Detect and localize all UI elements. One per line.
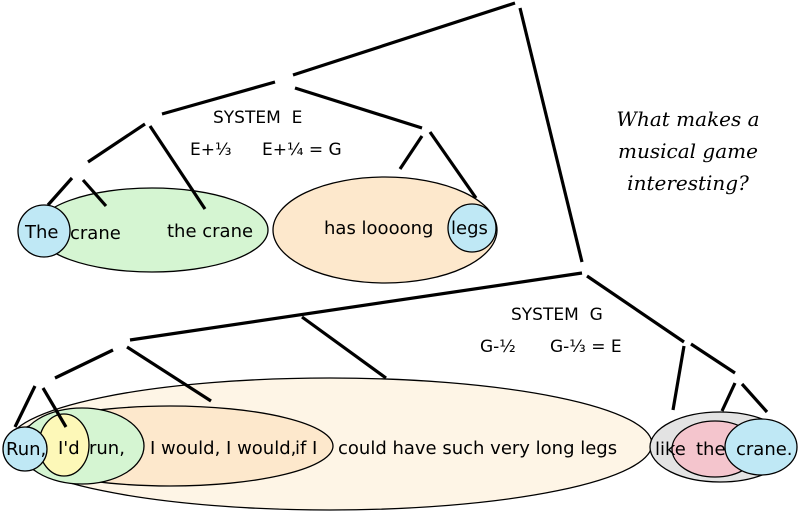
- question-line-1: What makes a: [616, 107, 759, 131]
- tree-line-g-left-left: [54, 348, 114, 380]
- upper-eq1: E+⅓: [190, 140, 231, 160]
- lower-tree: [13, 271, 769, 428]
- upper-eq2: E+¼ = G: [262, 140, 342, 160]
- upper-word-crane: crane: [70, 223, 121, 244]
- upper-system-label: SYSTEM E: [213, 108, 302, 128]
- lower-run-circle: [2, 426, 48, 472]
- tree-line-e-left: [161, 80, 276, 116]
- tree-line-g-rr-right: [740, 382, 769, 414]
- tree-line-root-left: [292, 1, 516, 77]
- upper-the-circle: [17, 204, 71, 258]
- tree-line-root-right: [518, 7, 584, 263]
- lower-word-like: like: [655, 439, 686, 460]
- lower-word-i-would: I would, I would,: [150, 438, 296, 459]
- lower-eq1: G-½: [480, 337, 516, 357]
- tree-line-g-left-right: [301, 315, 387, 380]
- question-line-2: musical game: [618, 139, 758, 163]
- lower-word-long-legs: could have such very long legs: [338, 438, 617, 459]
- upper-word-has-loooong: has loooong: [324, 218, 433, 239]
- lower-crane-ellipse: [724, 418, 798, 476]
- tree-line-g-rr-left: [720, 382, 737, 412]
- tree-line-e-right-left: [398, 135, 424, 170]
- tree-line-e-left-right: [148, 125, 207, 210]
- upper-peach-ellipse: [272, 176, 498, 284]
- lower-system-label: SYSTEM G: [511, 305, 603, 325]
- tree-line-g-left: [129, 271, 583, 342]
- lower-word-the: the: [696, 439, 726, 460]
- question-text: What makes a musical game interesting?: [616, 107, 759, 195]
- tree-line-g-lll-b: [41, 387, 68, 428]
- tree-line-e-right: [294, 86, 423, 130]
- lower-word-run-2: run,: [89, 438, 125, 459]
- tree-line-e-left-left-b: [81, 178, 108, 208]
- lower-groupings: [2, 377, 798, 511]
- upper-groupings: [17, 176, 498, 284]
- upper-word-legs: legs: [451, 218, 488, 239]
- upper-word-the: The: [24, 222, 58, 243]
- tree-line-e-left-left: [87, 122, 146, 164]
- lower-phrase: Run, I'd run, I would, I would, if I cou…: [6, 438, 793, 460]
- upper-phrase: The crane the crane has loooong legs: [24, 218, 488, 244]
- tree-line-g-right: [586, 274, 685, 344]
- tree-line-g-left-left-right: [126, 345, 212, 403]
- upper-tree: [46, 1, 584, 263]
- tree-line-e-left-left-a: [46, 176, 74, 207]
- tree-line-e-right-right: [428, 131, 478, 199]
- lower-word-crane: crane.: [736, 439, 793, 460]
- tree-line-g-right-left: [671, 345, 686, 411]
- lower-word-if-i: if I: [295, 438, 317, 459]
- tree-line-g-right-right: [690, 342, 736, 375]
- upper-legs-circle: [447, 203, 497, 253]
- tree-line-g-lll-a: [13, 385, 37, 428]
- question-line-3: interesting?: [627, 171, 749, 195]
- lower-eq2: G-⅓ = E: [550, 337, 622, 357]
- lower-word-run-1: Run,: [6, 439, 46, 460]
- lower-word-id: I'd: [58, 438, 80, 459]
- upper-word-the-crane: the crane: [167, 221, 253, 242]
